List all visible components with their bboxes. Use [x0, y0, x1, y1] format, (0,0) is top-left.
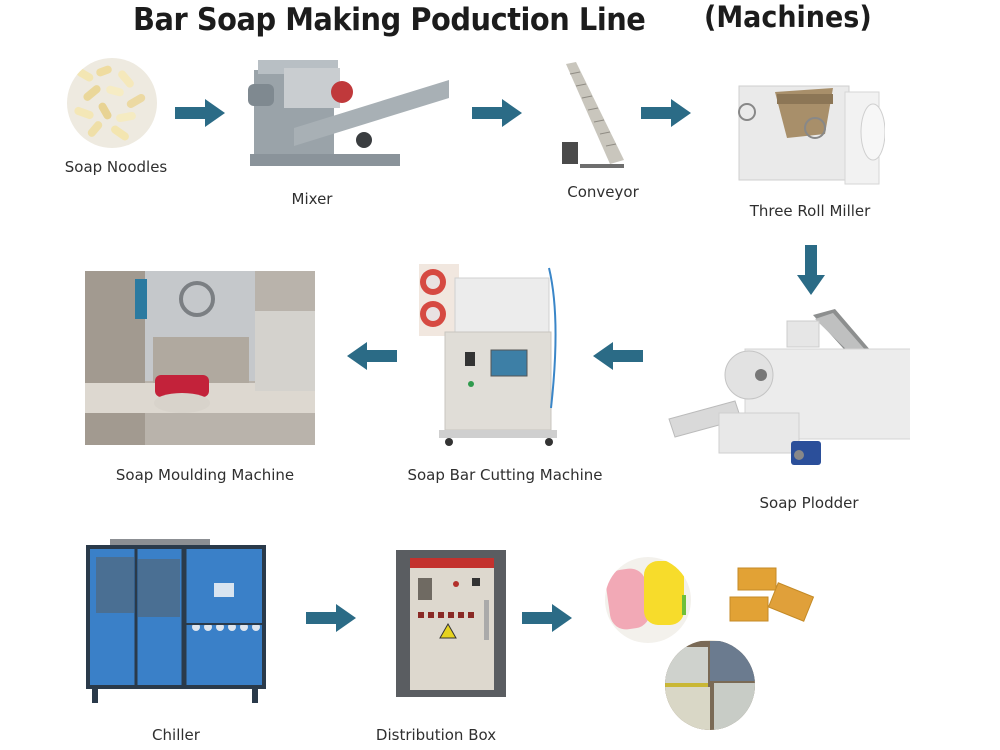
stage-label-three-roll-miller: Three Roll Miller	[749, 202, 871, 220]
three-roll-miller-photo	[735, 72, 885, 192]
cutting-machine-photo	[415, 258, 565, 448]
finished-soap-bars-photo	[600, 555, 815, 740]
stage-label-soap-noodles: Soap Noodles	[64, 158, 168, 176]
stage-label-soap-plodder: Soap Plodder	[759, 494, 859, 512]
conveyor-photo	[560, 60, 630, 180]
diagram-subtitle: (Machines)	[704, 0, 872, 34]
arrow-left-icon	[347, 342, 397, 370]
stage-label-soap-moulding-machine: Soap Moulding Machine	[115, 466, 295, 484]
arrow-right-icon	[472, 99, 522, 127]
arrow-down-icon	[797, 245, 825, 295]
chiller-photo	[80, 537, 270, 707]
stage-label-soap-bar-cutting-machine: Soap Bar Cutting Machine	[407, 466, 603, 484]
soap-noodles-photo	[66, 57, 158, 149]
arrow-right-icon	[522, 604, 572, 632]
stage-label-mixer: Mixer	[291, 190, 333, 208]
moulding-machine-photo	[85, 271, 315, 445]
soap-plodder-photo	[665, 305, 910, 485]
arrow-right-icon	[306, 604, 356, 632]
arrow-right-icon	[175, 99, 225, 127]
distribution-box-photo	[396, 550, 506, 697]
diagram-title: Bar Soap Making Poduction Line	[133, 2, 646, 38]
stage-label-conveyor: Conveyor	[567, 183, 639, 201]
mixer-machine-photo	[244, 58, 454, 178]
arrow-right-icon	[641, 99, 691, 127]
stage-label-distribution-box: Distribution Box	[375, 726, 497, 744]
arrow-left-icon	[593, 342, 643, 370]
stage-label-chiller: Chiller	[152, 726, 200, 744]
